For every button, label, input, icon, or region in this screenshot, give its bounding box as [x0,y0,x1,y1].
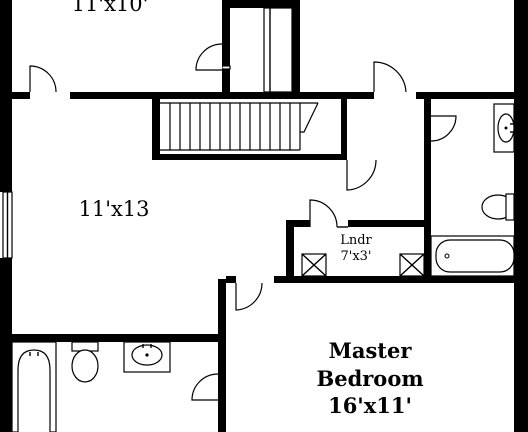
door-upper-right [373,61,407,93]
washer-icon [301,253,327,277]
door-master-bedroom [235,282,263,311]
middle-bedroom-dimensions: 11'x13 [78,197,149,221]
laundry-dimensions: 7'x3' [340,249,371,264]
laundry-label: Lndr [340,233,372,248]
door-top-bedroom [29,65,57,93]
door-stair-landing [346,159,377,191]
master-bedroom-dimensions: 16'x11' [328,393,412,418]
door-top-closet [195,43,231,71]
toilet-lower-icon [71,341,99,383]
sink-icon [493,103,515,153]
interior-walls [12,0,514,432]
door-master-bath [191,373,219,401]
door-laundry [309,199,348,228]
bathtub-lower-icon [11,341,57,432]
top-bedroom-dimensions: 11'x10' [72,0,149,16]
master-bedroom-label-line2: Bedroom [316,366,423,391]
door-bathroom [430,115,457,142]
sink-lower-icon [123,341,171,373]
master-bedroom-label-line1: Master [329,338,413,363]
toilet-icon [481,193,515,221]
staircase-main [160,102,319,151]
bathtub-icon [430,235,515,277]
staircase-top-closet [263,7,293,93]
dryer-icon [399,253,425,277]
